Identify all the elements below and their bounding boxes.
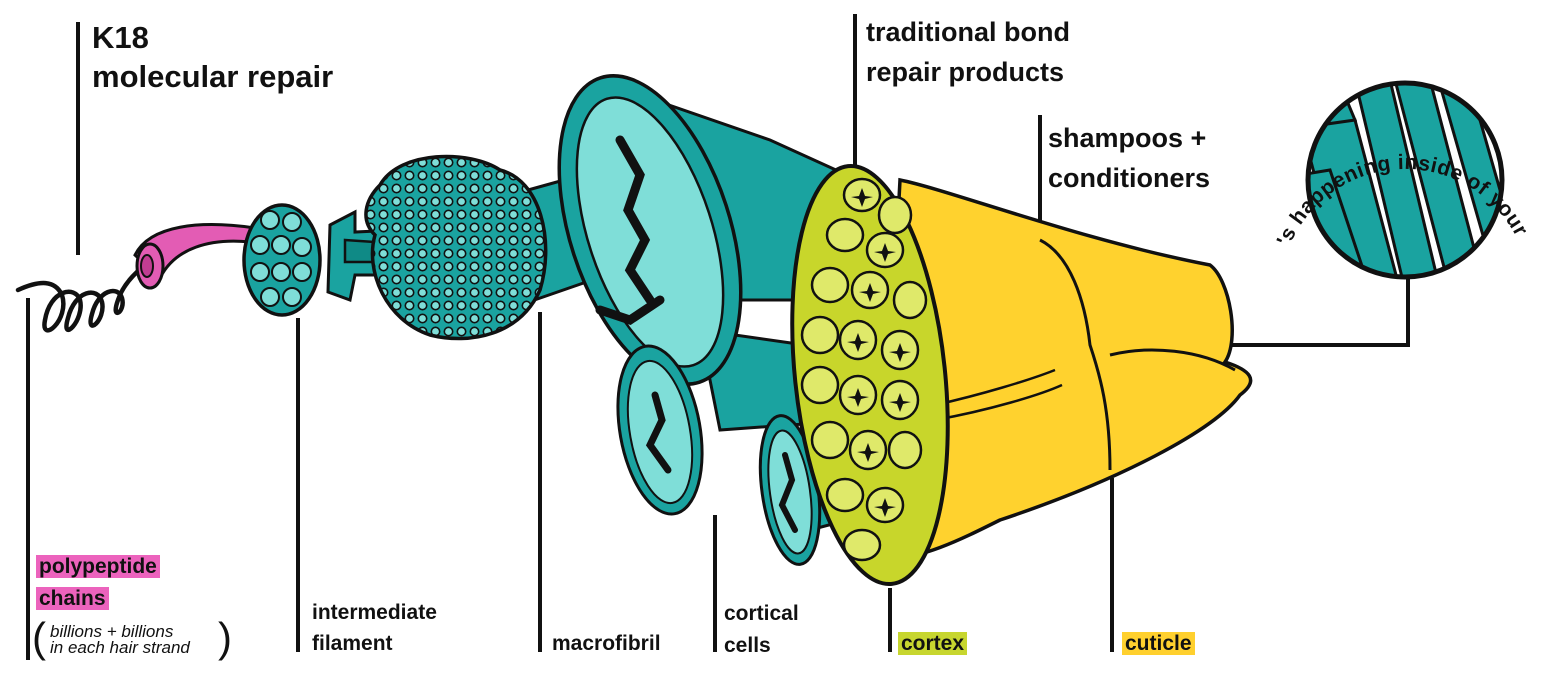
shampoos-line2: conditioners [1048,163,1211,193]
traditional-line2: repair products [866,57,1065,87]
pink-tube [133,223,258,290]
note-line2: in each hair strand [50,638,190,657]
polypeptide-line1: polypeptide [36,555,160,578]
polypeptide-label: polypeptide chains [36,551,160,615]
cortical-cells-label: cortical cells [724,598,799,662]
intermediate-line2: filament [312,632,393,655]
traditional-line1: traditional bond [866,17,1070,47]
cortical-line2: cells [724,634,771,657]
intermediate-line1: intermediate [312,601,437,624]
note-close-paren: ) [218,614,232,661]
shampoos-label: shampoos + conditioners [1048,118,1210,198]
cortex-label: cortex [898,628,968,659]
note-open-paren: ( [32,614,46,661]
cortex-shape [790,164,950,586]
polypeptide-coil [15,259,153,333]
polypeptide-line2: chains [36,587,109,610]
shampoos-line1: shampoos + [1048,123,1207,153]
traditional-bond-label: traditional bond repair products [866,12,1070,92]
cortical-cells-shape [557,74,907,566]
intermediate-filament-label: intermediate filament [312,597,437,659]
cuticle-label: cuticle [1122,628,1195,659]
cortex-text: cortex [898,632,968,655]
k18-label: K18 molecular repair [92,18,333,96]
macrofibril-label: macrofibril [552,632,661,655]
k18-line2: molecular repair [92,59,334,94]
cuticle-shape [878,177,1253,562]
cuticle-text: cuticle [1122,632,1195,655]
cortical-line1: cortical [724,602,799,625]
note-line1: billions + billions [50,622,174,641]
polypeptide-note: billions + billions in each hair strand [50,622,190,657]
leader-lines [26,14,1410,660]
k18-line1: K18 [92,20,149,55]
